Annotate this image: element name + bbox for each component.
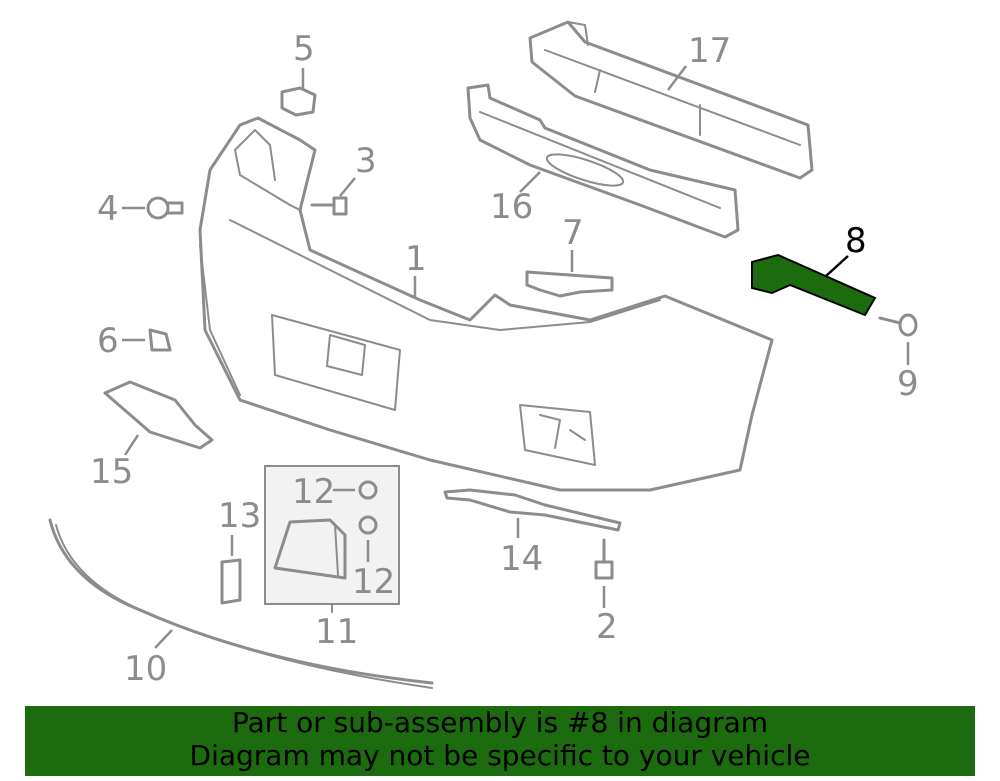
label-12-lower: 12	[352, 562, 395, 602]
arrow-16	[519, 171, 541, 193]
part-12-screw-lower[interactable]	[358, 515, 378, 535]
banner-line-2: Diagram may not be specific to your vehi…	[189, 739, 811, 772]
label-13: 13	[218, 496, 261, 536]
label-5: 5	[293, 29, 315, 69]
arrow-10	[154, 629, 173, 649]
label-10: 10	[124, 649, 167, 689]
label-2: 2	[596, 607, 618, 647]
label-14: 14	[500, 539, 543, 579]
arrow-3	[339, 177, 356, 197]
part-17-reinforcement[interactable]	[528, 20, 814, 180]
part-3-bolt[interactable]	[310, 196, 348, 216]
part-4-screw[interactable]	[146, 196, 184, 220]
label-3: 3	[355, 141, 377, 181]
part-1-bumper-cover[interactable]	[198, 116, 774, 492]
part-8-spacer-highlighted[interactable]	[751, 253, 877, 317]
arrow-8	[825, 255, 849, 277]
part-13-reflector[interactable]	[220, 558, 242, 605]
label-7: 7	[562, 213, 584, 253]
part-9-screw[interactable]	[878, 313, 918, 337]
part-2-bolt[interactable]	[594, 538, 614, 580]
arrow-17	[667, 65, 687, 91]
label-4: 4	[97, 189, 119, 229]
part-15-bracket[interactable]	[103, 380, 214, 450]
label-11: 11	[315, 612, 358, 652]
label-17: 17	[688, 31, 731, 71]
part-12-screw-upper[interactable]	[358, 480, 378, 500]
part-16-absorber[interactable]	[466, 83, 740, 239]
label-9: 9	[897, 364, 919, 404]
label-15: 15	[90, 452, 133, 492]
part-7-bracket[interactable]	[525, 270, 614, 298]
part-14-bracket[interactable]	[443, 488, 622, 532]
label-16: 16	[490, 187, 533, 227]
part-5-clip[interactable]	[280, 86, 317, 117]
label-6: 6	[97, 321, 119, 361]
label-12-upper: 12	[292, 472, 335, 512]
part-10-molding[interactable]	[48, 518, 434, 689]
label-1: 1	[405, 239, 427, 279]
banner-line-1: Part or sub-assembly is #8 in diagram	[231, 706, 769, 739]
info-banner: Part or sub-assembly is #8 in diagram Di…	[25, 706, 975, 776]
part-6-clip[interactable]	[148, 328, 172, 352]
label-8: 8	[845, 221, 867, 261]
arrow-15	[123, 434, 140, 456]
